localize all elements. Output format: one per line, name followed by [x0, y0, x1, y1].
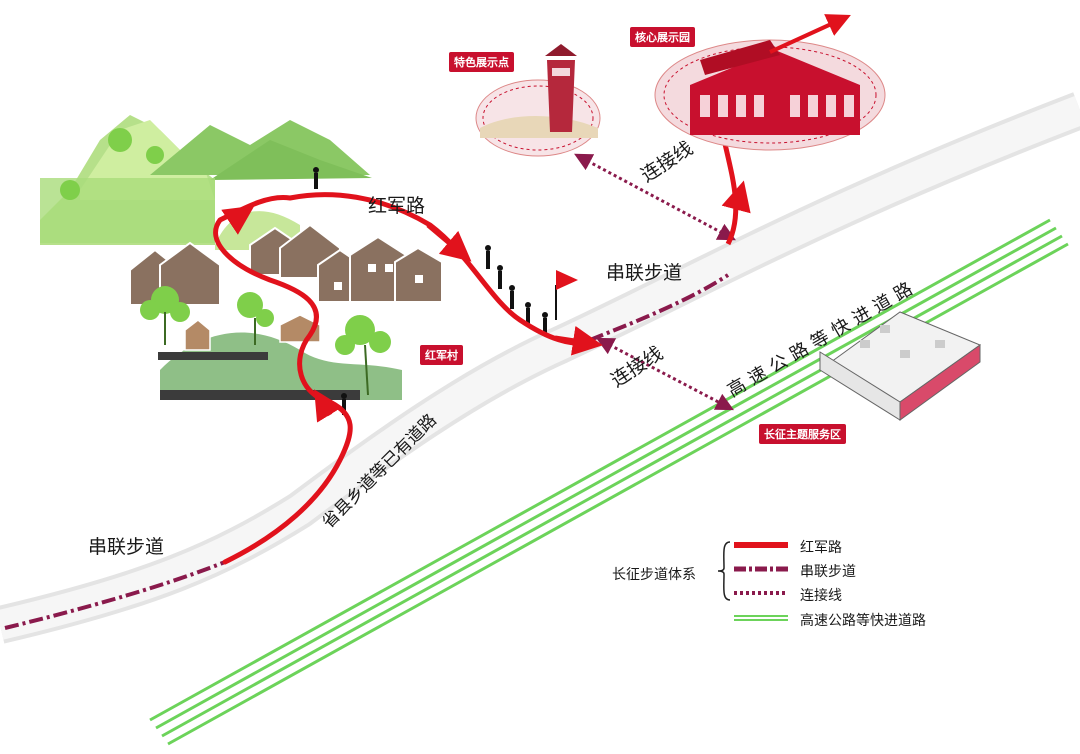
highway [149, 218, 1069, 746]
legend-swatch-dash-dot [734, 566, 788, 572]
legend-label: 串联步道 [800, 564, 856, 580]
legend: 长征步道体系 红军路 串联步道 连接线 高速公 [612, 536, 972, 636]
legend-label: 红军路 [800, 540, 842, 556]
legend-swatch-dotted [734, 591, 788, 595]
tag-service-area: 长征主题服务区 [759, 424, 846, 444]
existing-road [0, 92, 1080, 644]
legend-brace [718, 541, 731, 601]
label-hongjun-road: 红军路 [368, 195, 426, 217]
connection-lines [574, 153, 736, 411]
marchers [313, 167, 557, 415]
legend-item-chuanlian: 串联步道 [734, 560, 974, 580]
service-area-illustration [818, 311, 982, 421]
chuanlian-trail [4, 273, 730, 630]
legend-item-hongjun: 红军路 [734, 536, 974, 556]
village-houses [129, 223, 443, 351]
legend-group-title: 长征步道体系 [612, 567, 696, 583]
feature-point-illustration [475, 44, 601, 157]
label-chuanlian-top: 串联步道 [606, 262, 683, 284]
tag-red-village: 红军村 [420, 345, 463, 365]
red-flag-icon [556, 270, 578, 290]
village-trees [60, 128, 391, 396]
legend-item-highway: 高速公路等快进道路 [734, 609, 974, 629]
legend-label: 高速公路等快进道路 [800, 613, 926, 629]
label-chuanlian-left: 串联步道 [88, 536, 165, 558]
core-garden-illustration [654, 14, 886, 151]
legend-swatch-double-green [734, 615, 788, 621]
tag-feature-point: 特色展示点 [449, 52, 514, 72]
legend-swatch-solid-red [734, 542, 788, 548]
tag-core-garden: 核心展示园 [630, 27, 695, 47]
legend-item-lianjie: 连接线 [734, 584, 974, 604]
legend-label: 连接线 [800, 588, 842, 604]
